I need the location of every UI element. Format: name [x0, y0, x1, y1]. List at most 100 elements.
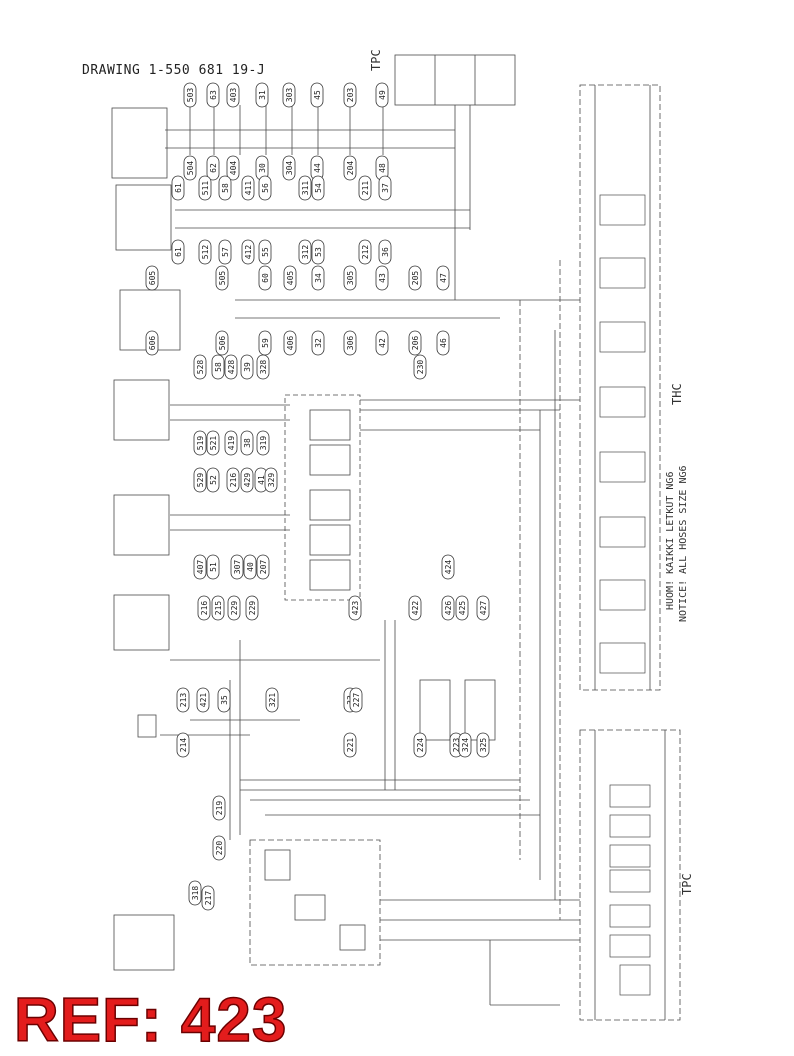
svg-text:305: 305	[346, 271, 355, 286]
svg-text:43: 43	[378, 273, 387, 283]
svg-text:229: 229	[230, 601, 239, 616]
hose-label-bubble: 306	[343, 330, 357, 356]
hose-label-bubble: 221	[343, 732, 357, 758]
section-label-tpc-top: TPC	[369, 49, 383, 71]
hose-label-bubble: 428	[224, 354, 238, 380]
svg-text:419: 419	[227, 436, 236, 451]
svg-text:62: 62	[209, 163, 218, 173]
hose-label-bubble: 324	[458, 732, 472, 758]
hose-label-bubble: 403	[226, 82, 240, 108]
svg-text:224: 224	[416, 738, 425, 753]
hose-label-bubble: 220	[212, 835, 226, 861]
svg-text:40: 40	[246, 562, 255, 572]
hose-label-bubble: 305	[343, 265, 357, 291]
hose-label-bubble: 307	[230, 554, 244, 580]
svg-text:35: 35	[220, 695, 229, 705]
svg-text:49: 49	[378, 90, 387, 100]
hose-label-bubble: 423	[348, 595, 362, 621]
hose-label-bubble: 47	[436, 265, 450, 291]
hose-label-bubble: 38	[240, 430, 254, 456]
hose-label-bubble: 31	[255, 82, 269, 108]
svg-text:424: 424	[444, 560, 453, 575]
hose-label-bubble: 511	[198, 175, 212, 201]
svg-text:223: 223	[452, 738, 461, 753]
hose-label-bubble: 406	[283, 330, 297, 356]
svg-text:217: 217	[204, 891, 213, 906]
drawing-title: DRAWING 1-550 681 19-J	[82, 63, 266, 78]
hose-label-bubble: 214	[176, 732, 190, 758]
hose-label-bubble: 212	[358, 239, 372, 265]
svg-text:505: 505	[218, 271, 227, 286]
hose-label-bubble: 224	[413, 732, 427, 758]
svg-text:46: 46	[439, 338, 448, 348]
hose-label-bubble: 217	[201, 885, 215, 911]
hose-label-bubble: 319	[256, 430, 270, 456]
svg-text:59: 59	[261, 338, 270, 348]
hose-label-bubble: 329	[264, 467, 278, 493]
hose-label-bubble: 55	[258, 239, 272, 265]
hose-label-bubble: 59	[258, 330, 272, 356]
hose-label-bubble: 519	[193, 430, 207, 456]
hose-label-bubble: 34	[311, 265, 325, 291]
svg-text:230: 230	[416, 360, 425, 375]
hose-label-bubble: 429	[240, 467, 254, 493]
svg-text:606: 606	[148, 336, 157, 351]
svg-text:214: 214	[179, 738, 188, 753]
svg-text:311: 311	[301, 181, 310, 196]
hose-label-bubble: 58	[211, 354, 225, 380]
hose-label-bubble: 311	[298, 175, 312, 201]
hose-label-bubble: 503	[183, 82, 197, 108]
svg-text:53: 53	[314, 247, 323, 257]
svg-text:312: 312	[301, 245, 310, 260]
svg-text:45: 45	[313, 90, 322, 100]
svg-text:227: 227	[352, 693, 361, 708]
hose-label-bubble: 61	[171, 175, 185, 201]
hose-label-bubble: 412	[241, 239, 255, 265]
svg-text:61: 61	[174, 247, 183, 257]
svg-text:421: 421	[199, 693, 208, 708]
hose-label-bubble: 521	[206, 430, 220, 456]
hose-label-bubble: 606	[145, 330, 159, 356]
svg-text:42: 42	[378, 338, 387, 348]
hose-label-bubble: 216	[197, 595, 211, 621]
svg-text:512: 512	[201, 245, 210, 260]
hose-label-bubble: 58	[218, 175, 232, 201]
svg-text:229: 229	[248, 601, 257, 616]
hose-label-bubble: 505	[215, 265, 229, 291]
hose-label-bubble: 504	[183, 155, 197, 181]
hose-label-bubble: 51	[206, 554, 220, 580]
hose-label-bubble: 57	[218, 239, 232, 265]
hose-label-bubble: 40	[243, 554, 257, 580]
svg-text:403: 403	[229, 88, 238, 103]
svg-text:204: 204	[346, 161, 355, 176]
svg-text:216: 216	[200, 601, 209, 616]
svg-text:529: 529	[196, 473, 205, 488]
hose-label-bubble: 230	[413, 354, 427, 380]
hose-label-bubble: 43	[375, 265, 389, 291]
svg-text:207: 207	[259, 560, 268, 575]
svg-text:411: 411	[244, 181, 253, 196]
reference-label: REF: 423	[13, 985, 288, 1056]
hose-label-bubble: 60	[258, 265, 272, 291]
svg-text:61: 61	[174, 183, 183, 193]
hose-label-bubble: 211	[358, 175, 372, 201]
hose-label-bubble: 318	[188, 880, 202, 906]
hose-label-bubble: 216	[226, 467, 240, 493]
svg-text:215: 215	[214, 601, 223, 616]
hose-label-bubble: 528	[193, 354, 207, 380]
svg-text:426: 426	[444, 601, 453, 616]
svg-text:407: 407	[196, 560, 205, 575]
hose-label-bubble: 325	[476, 732, 490, 758]
svg-text:205: 205	[411, 271, 420, 286]
hose-label-bubble: 32	[311, 330, 325, 356]
svg-text:203: 203	[346, 88, 355, 103]
svg-text:60: 60	[261, 273, 270, 283]
svg-text:37: 37	[381, 183, 390, 193]
svg-text:521: 521	[209, 436, 218, 451]
svg-text:405: 405	[286, 271, 295, 286]
hose-label-bubble: 427	[476, 595, 490, 621]
hose-label-bubble: 227	[349, 687, 363, 713]
svg-text:54: 54	[314, 183, 323, 193]
hose-label-bubble: 37	[378, 175, 392, 201]
